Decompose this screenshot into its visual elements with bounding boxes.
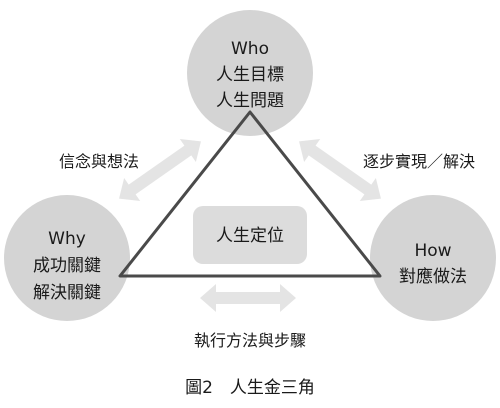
bottom-double-arrow <box>200 284 296 312</box>
left-double-arrow <box>119 139 201 201</box>
top-node-line3: 人生問題 <box>216 91 284 111</box>
top-node-circle <box>187 10 313 136</box>
left-edge-label: 信念與想法 <box>59 152 139 171</box>
top-node-line1: Who <box>231 39 269 59</box>
right-edge-label: 逐步實現／解決 <box>363 152 475 171</box>
left-node-line2: 成功關鍵 <box>33 256 101 276</box>
left-node-line1: Why <box>48 229 86 249</box>
left-node-circle <box>4 195 130 321</box>
triangle-outline <box>118 110 382 278</box>
center-box <box>193 206 307 264</box>
right-double-arrow <box>299 139 381 201</box>
right-node-line2: 對應做法 <box>399 266 467 287</box>
center-label: 人生定位 <box>216 226 284 246</box>
figure-caption: 圖2 人生金三角 <box>185 378 315 398</box>
bottom-edge-label: 執行方法與步驟 <box>194 331 306 350</box>
right-node-circle <box>370 195 496 321</box>
left-node-line3: 解決關鍵 <box>33 283 101 303</box>
right-node-line1: How <box>414 241 451 261</box>
top-node-line2: 人生目標 <box>216 65 284 85</box>
